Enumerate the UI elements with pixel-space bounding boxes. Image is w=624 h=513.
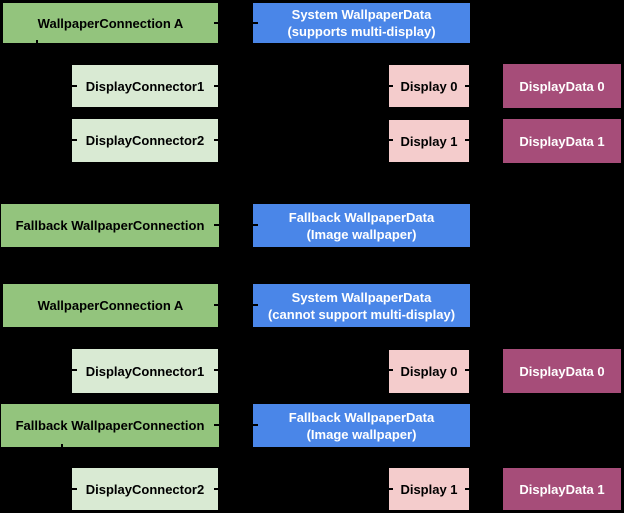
node-fallback-wallpaper-connection: Fallback WallpaperConnection xyxy=(1,404,219,447)
node-label: Fallback WallpaperConnection xyxy=(15,218,205,233)
node-sublabel: (supports multi-display) xyxy=(287,24,436,39)
connector-line xyxy=(36,369,77,371)
node-label: DisplayConnector1 xyxy=(85,78,205,94)
node-fallback-wallpaper-data: Fallback WallpaperData (Image wallpaper) xyxy=(253,204,470,247)
node-label: DisplayConnector2 xyxy=(85,133,205,148)
connector-line xyxy=(214,224,258,226)
connector-line xyxy=(36,330,38,371)
node-display-connector-1: DisplayConnector1 xyxy=(72,65,218,107)
node-display-1: Display 1 xyxy=(389,468,469,510)
node-display-data-0: DisplayData 0 xyxy=(503,64,621,108)
diagram-section-supports-multi-display: WallpaperConnection A System WallpaperDa… xyxy=(1,3,621,247)
node-display-data-1: DisplayData 1 xyxy=(503,468,621,510)
node-label: Display 0 xyxy=(400,364,458,379)
node-display-connector-2: DisplayConnector2 xyxy=(72,468,218,510)
node-label: Display 0 xyxy=(400,78,458,94)
connector-line xyxy=(465,139,500,141)
node-display-1: Display 1 xyxy=(389,120,469,162)
node-label: Display 1 xyxy=(400,133,458,149)
node-label: DisplayData 1 xyxy=(519,133,605,149)
connector-line xyxy=(214,139,393,141)
node-display-data-0: DisplayData 0 xyxy=(503,349,621,393)
node-label: WallpaperConnection A xyxy=(37,298,184,313)
node-sublabel: (Image wallpaper) xyxy=(306,226,417,242)
node-system-wallpaper-data: System WallpaperData (supports multi-dis… xyxy=(253,3,470,43)
node-system-wallpaper-data: System WallpaperData (cannot support mul… xyxy=(253,284,470,327)
connector-line xyxy=(465,369,500,371)
connector-line xyxy=(214,488,393,490)
node-fallback-wallpaper-connection: Fallback WallpaperConnection xyxy=(1,204,219,247)
connector-line xyxy=(214,85,393,87)
connector-line xyxy=(36,139,77,141)
connector-line xyxy=(61,488,77,490)
connector-line xyxy=(214,304,258,306)
node-display-0: Display 0 xyxy=(389,65,469,107)
node-label: DisplayConnector1 xyxy=(85,363,205,379)
connector-line xyxy=(61,444,63,490)
connector-line xyxy=(465,488,500,490)
node-display-connector-1: DisplayConnector1 xyxy=(72,349,218,393)
node-display-0: Display 0 xyxy=(389,350,469,393)
node-label: System WallpaperData xyxy=(291,289,432,305)
node-label: Fallback WallpaperData xyxy=(288,409,435,425)
node-display-connector-2: DisplayConnector2 xyxy=(72,119,218,162)
connector-line xyxy=(214,424,258,426)
connector-line xyxy=(36,85,77,87)
node-sublabel: (Image wallpaper) xyxy=(306,426,417,442)
node-label: DisplayConnector2 xyxy=(85,481,205,497)
node-label: DisplayData 0 xyxy=(519,363,605,379)
connector-line xyxy=(36,40,38,141)
node-label: DisplayData 1 xyxy=(519,481,605,497)
diagram-section-cannot-support-multi-display: WallpaperConnection A System WallpaperDa… xyxy=(0,260,624,513)
node-label: Fallback WallpaperData xyxy=(288,209,435,225)
node-label: System WallpaperData xyxy=(291,7,432,22)
node-label: Display 1 xyxy=(400,481,458,497)
connector-line xyxy=(214,22,258,24)
node-display-data-1: DisplayData 1 xyxy=(503,119,621,163)
node-label: Fallback WallpaperConnection xyxy=(15,418,205,433)
node-label: DisplayData 0 xyxy=(519,78,605,94)
connector-line xyxy=(465,85,500,87)
node-label: WallpaperConnection A xyxy=(37,15,184,31)
connector-line xyxy=(214,369,393,371)
node-fallback-wallpaper-data: Fallback WallpaperData (Image wallpaper) xyxy=(253,404,470,447)
node-wallpaper-connection-a: WallpaperConnection A xyxy=(3,284,218,327)
node-sublabel: (cannot support multi-display) xyxy=(267,306,456,322)
node-wallpaper-connection-a: WallpaperConnection A xyxy=(3,3,218,43)
